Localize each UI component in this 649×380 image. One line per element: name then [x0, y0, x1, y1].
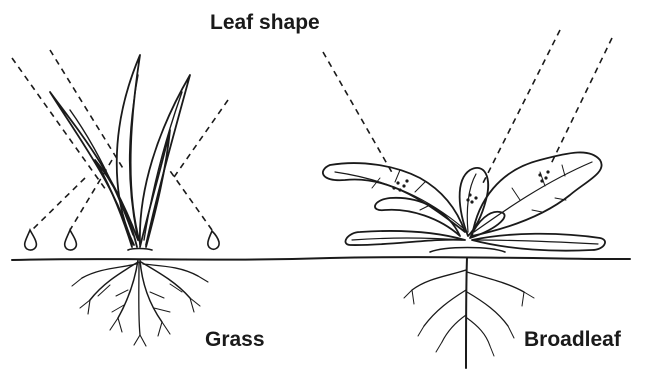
grass-plant — [25, 55, 219, 346]
grass-roots — [72, 260, 208, 346]
grass-leaves — [50, 55, 190, 250]
grass-label: Grass — [205, 329, 265, 350]
diagram-title: Leaf shape — [210, 12, 320, 33]
broadleaf-leaves — [323, 152, 605, 252]
spray-droplet-2 — [65, 230, 77, 250]
ground-line — [12, 257, 630, 260]
broadleaf-label: Broadleaf — [524, 329, 621, 350]
spray-droplet-1 — [25, 230, 37, 250]
spray-droplet-3 — [208, 231, 219, 249]
broadleaf-spray-lines — [323, 30, 612, 185]
broadleaf-roots — [404, 258, 534, 368]
